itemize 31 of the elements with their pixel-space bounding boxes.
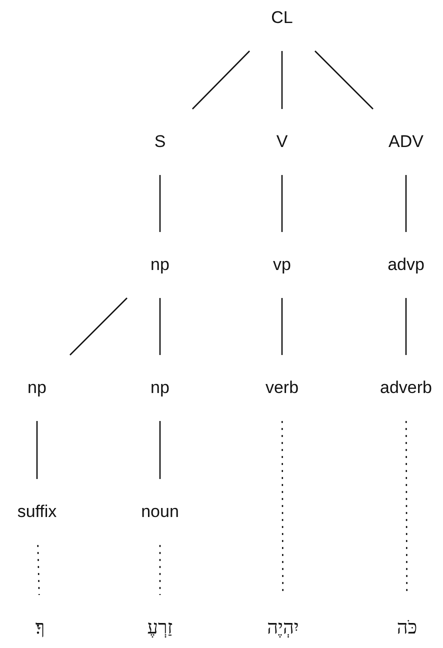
tree-label: adverb [380, 378, 432, 398]
hebrew-word: ךָ׃ [35, 616, 45, 640]
tree-branch [159, 421, 161, 479]
tree-branch [314, 50, 374, 110]
tree-branch [405, 175, 407, 232]
tree-label: suffix [17, 502, 57, 522]
tree-branch [159, 175, 161, 232]
tree-label: verb [265, 378, 299, 398]
dotted-line [159, 545, 161, 595]
hebrew-word: זַרְעֶ [147, 616, 173, 640]
tree-branch [281, 175, 283, 232]
tree-branch [192, 50, 250, 110]
tree-label: np [150, 378, 170, 398]
tree-branch [281, 51, 283, 109]
tree-label: vp [273, 254, 291, 276]
hebrew-word: כֹּה [396, 616, 418, 640]
tree-label: advp [388, 254, 424, 276]
tree-label: V [276, 132, 288, 152]
tree-label: noun [141, 502, 179, 522]
tree-label: np [28, 378, 46, 398]
tree-label: CL [271, 8, 293, 28]
tree-label: S [154, 132, 166, 152]
tree-label: np [150, 254, 170, 276]
hebrew-word: יִהְיֶה [267, 616, 299, 640]
tree-branch [405, 298, 407, 355]
tree-branch [159, 298, 161, 355]
tree-label: ADV [388, 132, 424, 152]
tree-branch [70, 298, 128, 356]
tree-branch [281, 298, 283, 355]
tree-branch [36, 421, 38, 479]
dotted-line [37, 544, 40, 596]
